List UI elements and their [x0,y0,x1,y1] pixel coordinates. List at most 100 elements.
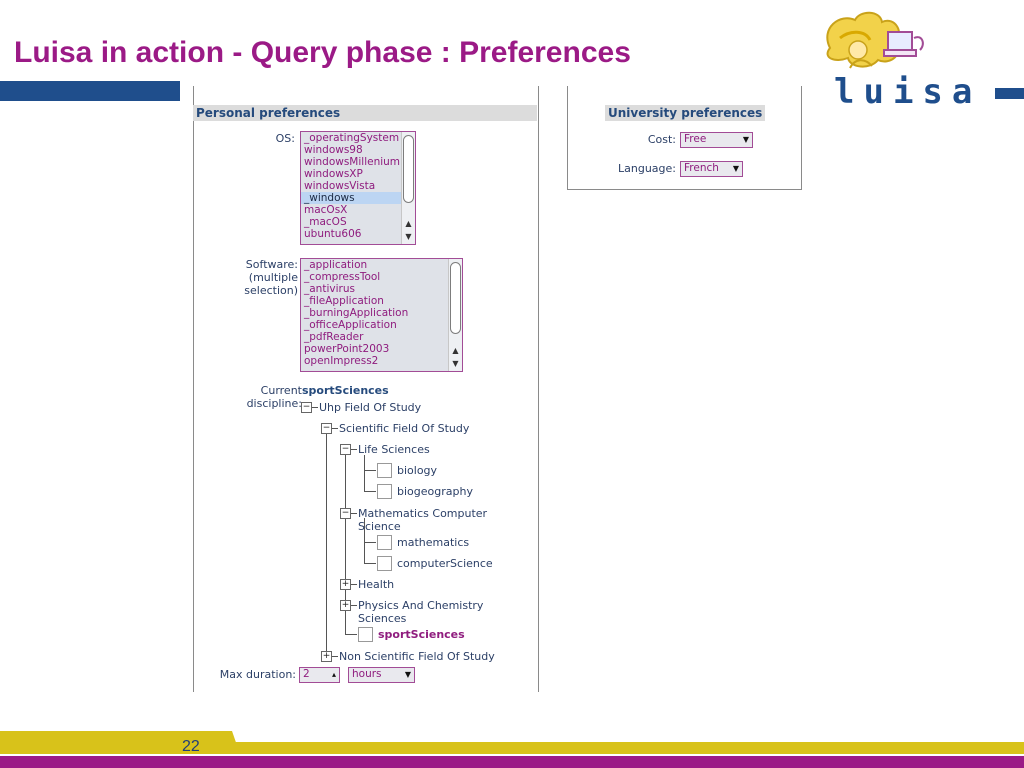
language-select[interactable]: French ▼ [680,161,743,177]
tree-node-health[interactable]: Health [358,578,395,591]
university-preferences-header: University preferences [605,105,766,121]
tree-node-physics[interactable]: Physics And Chemistry Sciences [358,599,483,625]
university-preferences-panel [567,86,802,190]
discipline-label-line1: Current [260,384,302,397]
software-scrollbar[interactable]: ▲ ▼ [448,259,462,371]
tree-node-math-cs[interactable]: Mathematics Computer Science [358,507,487,533]
scroll-up-icon[interactable]: ▲ [452,346,459,355]
software-options: _application_compressTool_antivirus_file… [301,259,462,367]
os-label: OS: [275,132,295,145]
footer-band [0,742,1024,754]
cost-label: Cost: [647,133,676,146]
tree-node-scientific[interactable]: Scientific Field Of Study [339,422,470,435]
list-option[interactable]: openImpress2 [304,355,379,367]
tree-leaf-mathematics[interactable]: mathematics [397,536,470,549]
scroll-down-icon[interactable]: ▼ [452,359,459,368]
max-duration-stepper[interactable]: 2 ▴ [299,667,340,683]
expand-icon[interactable]: + [321,651,332,662]
list-option[interactable]: windowsVista [304,180,376,192]
chevron-down-icon: ▼ [742,135,749,144]
tree-node-physics-line1: Physics And Chemistry [358,599,484,612]
cost-select[interactable]: Free ▼ [680,132,753,148]
duration-unit-select[interactable]: hours ▼ [348,667,415,683]
list-option[interactable]: _compressTool [304,271,381,283]
personal-preferences-header: Personal preferences [193,105,537,121]
tree-node-uhp[interactable]: Uhp Field Of Study [319,401,422,414]
software-scroll-thumb[interactable] [450,262,461,334]
tree-connector [364,518,365,563]
scroll-up-icon[interactable]: ▲ [405,219,412,228]
collapse-icon[interactable]: − [301,402,312,413]
list-option[interactable]: _officeApplication [304,319,397,331]
tree-connector [332,428,338,429]
chevron-down-icon: ▼ [732,164,739,173]
collapse-icon[interactable]: − [340,508,351,519]
list-option[interactable]: _pdfReader [304,331,364,343]
list-option[interactable]: _application [304,259,368,271]
scroll-down-icon[interactable]: ▼ [405,232,412,241]
tree-connector [351,513,357,514]
list-option[interactable]: _operatingSystem [304,132,400,144]
footer-band-bottom [0,756,1024,768]
list-option[interactable]: _antivirus [304,283,355,295]
expand-icon[interactable]: + [340,579,351,590]
header-band-right [995,88,1024,99]
tree-connector [345,634,357,635]
logo-wordmark: luisa [834,72,982,112]
os-scroll-thumb[interactable] [403,135,414,203]
language-value: French [684,162,719,174]
page-number: 22 [182,738,200,755]
luisa-logo-icon [826,11,924,69]
software-label: Software: (multiple selection) [210,258,298,297]
tree-connector [332,656,338,657]
tree-node-life-sciences[interactable]: Life Sciences [358,443,430,456]
discipline-label: Current discipline: [220,384,302,410]
max-duration-value: 2 [303,668,310,680]
tree-leaf-biogeography[interactable]: biogeography [397,485,473,498]
tree-connector [351,605,357,606]
checkbox-sport-sciences[interactable] [358,627,373,642]
list-option[interactable]: windows98 [304,144,363,156]
tree-connector [364,470,376,471]
tree-node-physics-line2: Sciences [358,612,407,625]
list-option[interactable]: _macOS [304,216,347,228]
list-option[interactable]: _windows [301,192,415,204]
list-option[interactable]: powerPoint2003 [304,343,390,355]
tree-node-non-scientific[interactable]: Non Scientific Field Of Study [339,650,495,663]
os-scrollbar[interactable]: ▲ ▼ [401,132,415,244]
software-label-line2: (multiple [248,271,298,284]
expand-icon[interactable]: + [340,600,351,611]
collapse-icon[interactable]: − [321,423,332,434]
discipline-label-line2: discipline: [246,397,302,410]
tree-node-math-cs-line2: Science [358,520,401,533]
tree-leaf-biology[interactable]: biology [397,464,438,477]
slide-title: Luisa in action - Query phase : Preferen… [14,36,631,69]
tree-connector [364,491,376,492]
tree-connector [351,449,357,450]
list-option[interactable]: _fileApplication [304,295,384,307]
tree-node-math-cs-line1: Mathematics Computer [358,507,488,520]
tree-leaf-computer-science[interactable]: computerScience [397,557,493,570]
tree-leaf-sport-sciences[interactable]: sportSciences [378,628,465,641]
checkbox-biology[interactable] [377,463,392,478]
stepper-arrows-icon[interactable]: ▴ [331,670,336,679]
list-option[interactable]: windowsXP [304,168,363,180]
tree-connector [351,584,357,585]
checkbox-biogeography[interactable] [377,484,392,499]
header-band [0,81,180,101]
tree-connector [364,563,376,564]
list-option[interactable]: ubuntu606 [304,228,362,240]
list-option[interactable]: windowsMillenium [304,156,401,168]
software-label-line3: selection) [244,284,298,297]
collapse-icon[interactable]: − [340,444,351,455]
cost-value: Free [684,133,707,145]
list-option[interactable]: _burningApplication [304,307,409,319]
software-listbox[interactable]: _application_compressTool_antivirus_file… [300,258,463,372]
list-option[interactable]: macOsX [304,204,348,216]
software-label-line1: Software: [245,258,298,271]
checkbox-computer-science[interactable] [377,556,392,571]
checkbox-mathematics[interactable] [377,535,392,550]
personal-preferences-panel [193,86,539,692]
